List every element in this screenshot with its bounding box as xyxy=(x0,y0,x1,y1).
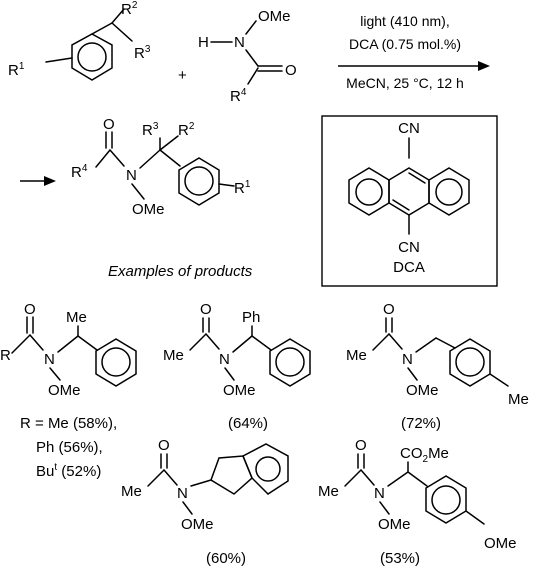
substrate-r2-label: R2 xyxy=(121,0,138,18)
p2-n-label: N xyxy=(219,351,230,368)
dca-catalyst-box: CN CN DCA xyxy=(321,115,498,287)
p1-yield-but: But (52%) xyxy=(36,462,101,480)
p3-n-label: N xyxy=(402,351,413,368)
p2-ph-label: Ph xyxy=(242,309,260,326)
condition-light: light (410 nm), xyxy=(360,13,449,29)
p5-yield: (53%) xyxy=(380,550,420,567)
product-r4-label: R4 xyxy=(71,163,88,181)
amide-h-label: H xyxy=(198,34,209,51)
substrate-amide: H N OMe O R4 xyxy=(198,8,297,105)
p5-n-label: N xyxy=(374,485,385,502)
p3-me-label: Me xyxy=(346,347,367,364)
p2-me-label: Me xyxy=(163,347,184,364)
example-product-4: Me O N OMe (60%) xyxy=(121,437,289,567)
p3-o-label: O xyxy=(383,301,395,318)
p4-o-label: O xyxy=(158,437,170,454)
product-r2-label: R2 xyxy=(178,121,195,139)
product-r3-label: R3 xyxy=(142,121,159,139)
p1-me-label: Me xyxy=(66,309,87,326)
example-product-3: Me O N OMe Me (72%) xyxy=(346,301,529,432)
amide-ome-label: OMe xyxy=(258,8,291,25)
p1-o-label: O xyxy=(24,301,36,318)
condition-solvent: MeCN, 25 °C, 12 h xyxy=(346,75,464,91)
plus-sign: + xyxy=(178,67,187,84)
p5-co2me-label: CO2Me xyxy=(400,445,449,465)
p4-me-label: Me xyxy=(121,483,142,500)
p4-yield: (60%) xyxy=(206,550,246,567)
p2-yield: (64%) xyxy=(228,415,268,432)
amide-n-label: N xyxy=(234,34,245,51)
product-ome-label: OMe xyxy=(132,201,165,218)
p3-ome-label: OMe xyxy=(406,382,439,399)
substrate-arene: R2 R3 R1 xyxy=(8,0,151,81)
dca-label: DCA xyxy=(393,259,425,276)
p3-ring-me-label: Me xyxy=(508,391,529,408)
product-n-label: N xyxy=(126,167,137,184)
p5-ring-ome-label: OMe xyxy=(484,535,517,552)
p4-ome-label: OMe xyxy=(181,516,214,533)
p5-me-label: Me xyxy=(318,483,339,500)
p2-ome-label: OMe xyxy=(223,382,256,399)
p1-yield-me: R = Me (58%), xyxy=(20,415,117,432)
example-product-2: Me O N OMe Ph (64%) xyxy=(163,301,311,432)
p4-n-label: N xyxy=(177,485,188,502)
example-product-1: R O N OMe Me R = Me (58%), Ph (56%), But… xyxy=(0,301,137,480)
substrate-r3-label: R3 xyxy=(134,44,151,62)
p1-r-label: R xyxy=(0,347,11,364)
example-product-5: Me O N OMe CO2Me OMe (53%) xyxy=(318,437,517,567)
p1-ome-label: OMe xyxy=(48,382,81,399)
substrate-r1-label: R1 xyxy=(8,61,25,79)
examples-heading: Examples of products xyxy=(108,263,253,280)
p1-yield-ph: Ph (56%), xyxy=(36,439,103,456)
p5-ome-label: OMe xyxy=(378,516,411,533)
reaction-arrow: light (410 nm), DCA (0.75 mol.%) MeCN, 2… xyxy=(338,13,490,91)
p3-yield: (72%) xyxy=(401,415,441,432)
general-product: R4 O N OMe R3 R2 R1 xyxy=(20,116,251,218)
dca-cn-top: CN xyxy=(398,120,420,137)
p2-o-label: O xyxy=(200,301,212,318)
p1-n-label: N xyxy=(44,351,55,368)
dca-cn-bottom: CN xyxy=(398,239,420,256)
product-o-label: O xyxy=(103,116,115,133)
amide-r4-label: R4 xyxy=(230,87,247,105)
product-r1-label: R1 xyxy=(234,179,251,197)
condition-catalyst: DCA (0.75 mol.%) xyxy=(349,36,461,52)
p5-o-label: O xyxy=(355,437,367,454)
amide-o-label: O xyxy=(285,62,297,79)
